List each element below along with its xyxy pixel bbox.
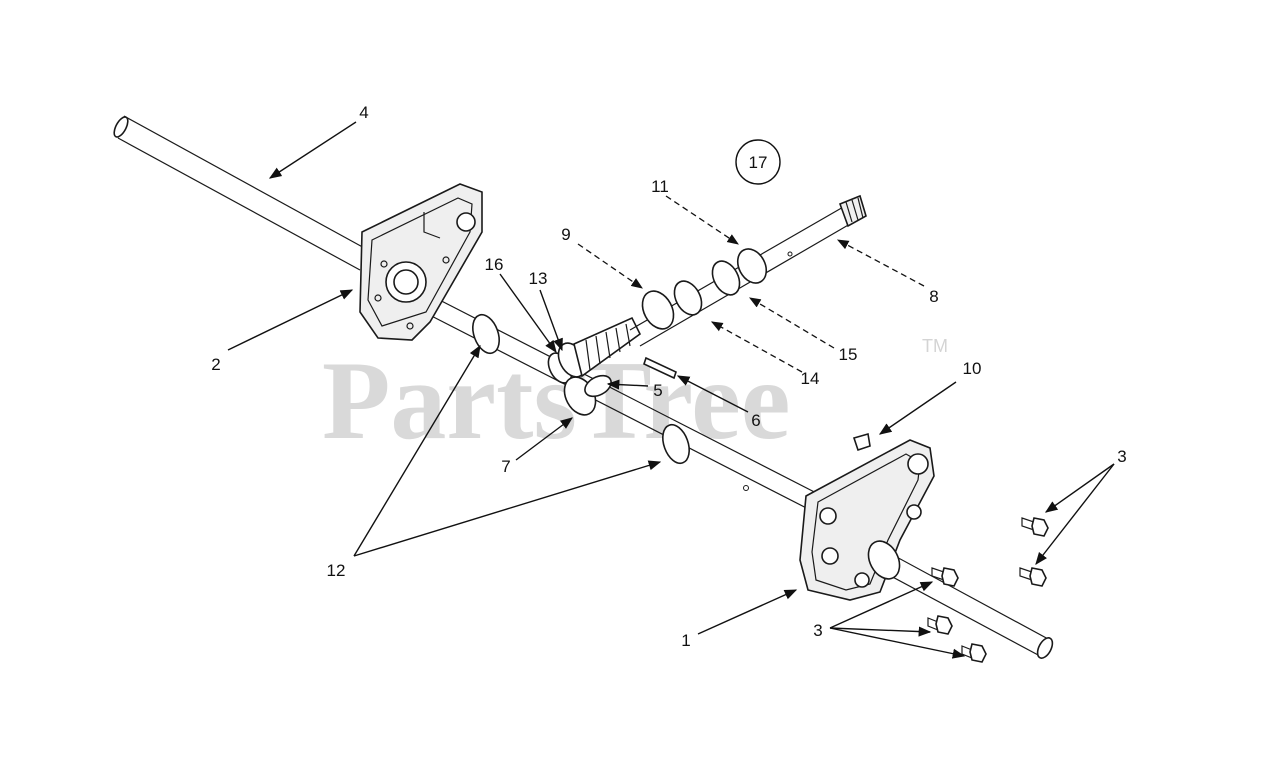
bolt xyxy=(961,643,987,663)
callout-5[interactable]: 5 xyxy=(653,381,662,400)
callout-16[interactable]: 16 xyxy=(485,255,504,274)
callout-10[interactable]: 10 xyxy=(963,359,982,378)
left-housing-plate xyxy=(359,183,483,341)
drive-shaft xyxy=(629,194,867,347)
callout-2[interactable]: 2 xyxy=(211,355,220,374)
assembly-reference-circle xyxy=(735,139,781,185)
worm-gear-assembly xyxy=(547,316,642,416)
callout-1[interactable]: 1 xyxy=(681,631,690,650)
hex-bolts xyxy=(927,517,1049,663)
callout-13[interactable]: 13 xyxy=(529,269,548,288)
callout-3-lower[interactable]: 3 xyxy=(813,621,822,640)
callout-15[interactable]: 15 xyxy=(839,345,858,364)
callout-7[interactable]: 7 xyxy=(501,457,510,476)
callout-4[interactable]: 4 xyxy=(359,103,368,122)
thrust-washers xyxy=(472,313,690,465)
callout-14[interactable]: 14 xyxy=(801,369,820,388)
assembly-reference-label: 17 xyxy=(749,153,768,172)
callout-labels: 1 2 3 3 4 5 6 7 8 9 10 11 12 13 14 15 16 xyxy=(211,103,1126,650)
callout-11[interactable]: 11 xyxy=(651,177,669,196)
bolt xyxy=(1021,517,1049,537)
assembly-reference: 17 xyxy=(735,139,781,185)
bolt xyxy=(1019,567,1047,587)
callout-9[interactable]: 9 xyxy=(561,225,570,244)
callout-3-upper[interactable]: 3 xyxy=(1117,447,1126,466)
right-housing xyxy=(799,432,935,601)
callout-6[interactable]: 6 xyxy=(751,411,760,430)
callout-8[interactable]: 8 xyxy=(929,287,938,306)
callout-12[interactable]: 12 xyxy=(327,561,346,580)
watermark-trademark: TM xyxy=(922,336,948,356)
bolt xyxy=(927,615,953,635)
leader-lines xyxy=(227,121,1115,659)
bolt xyxy=(931,567,959,587)
roll-pin xyxy=(643,356,677,380)
